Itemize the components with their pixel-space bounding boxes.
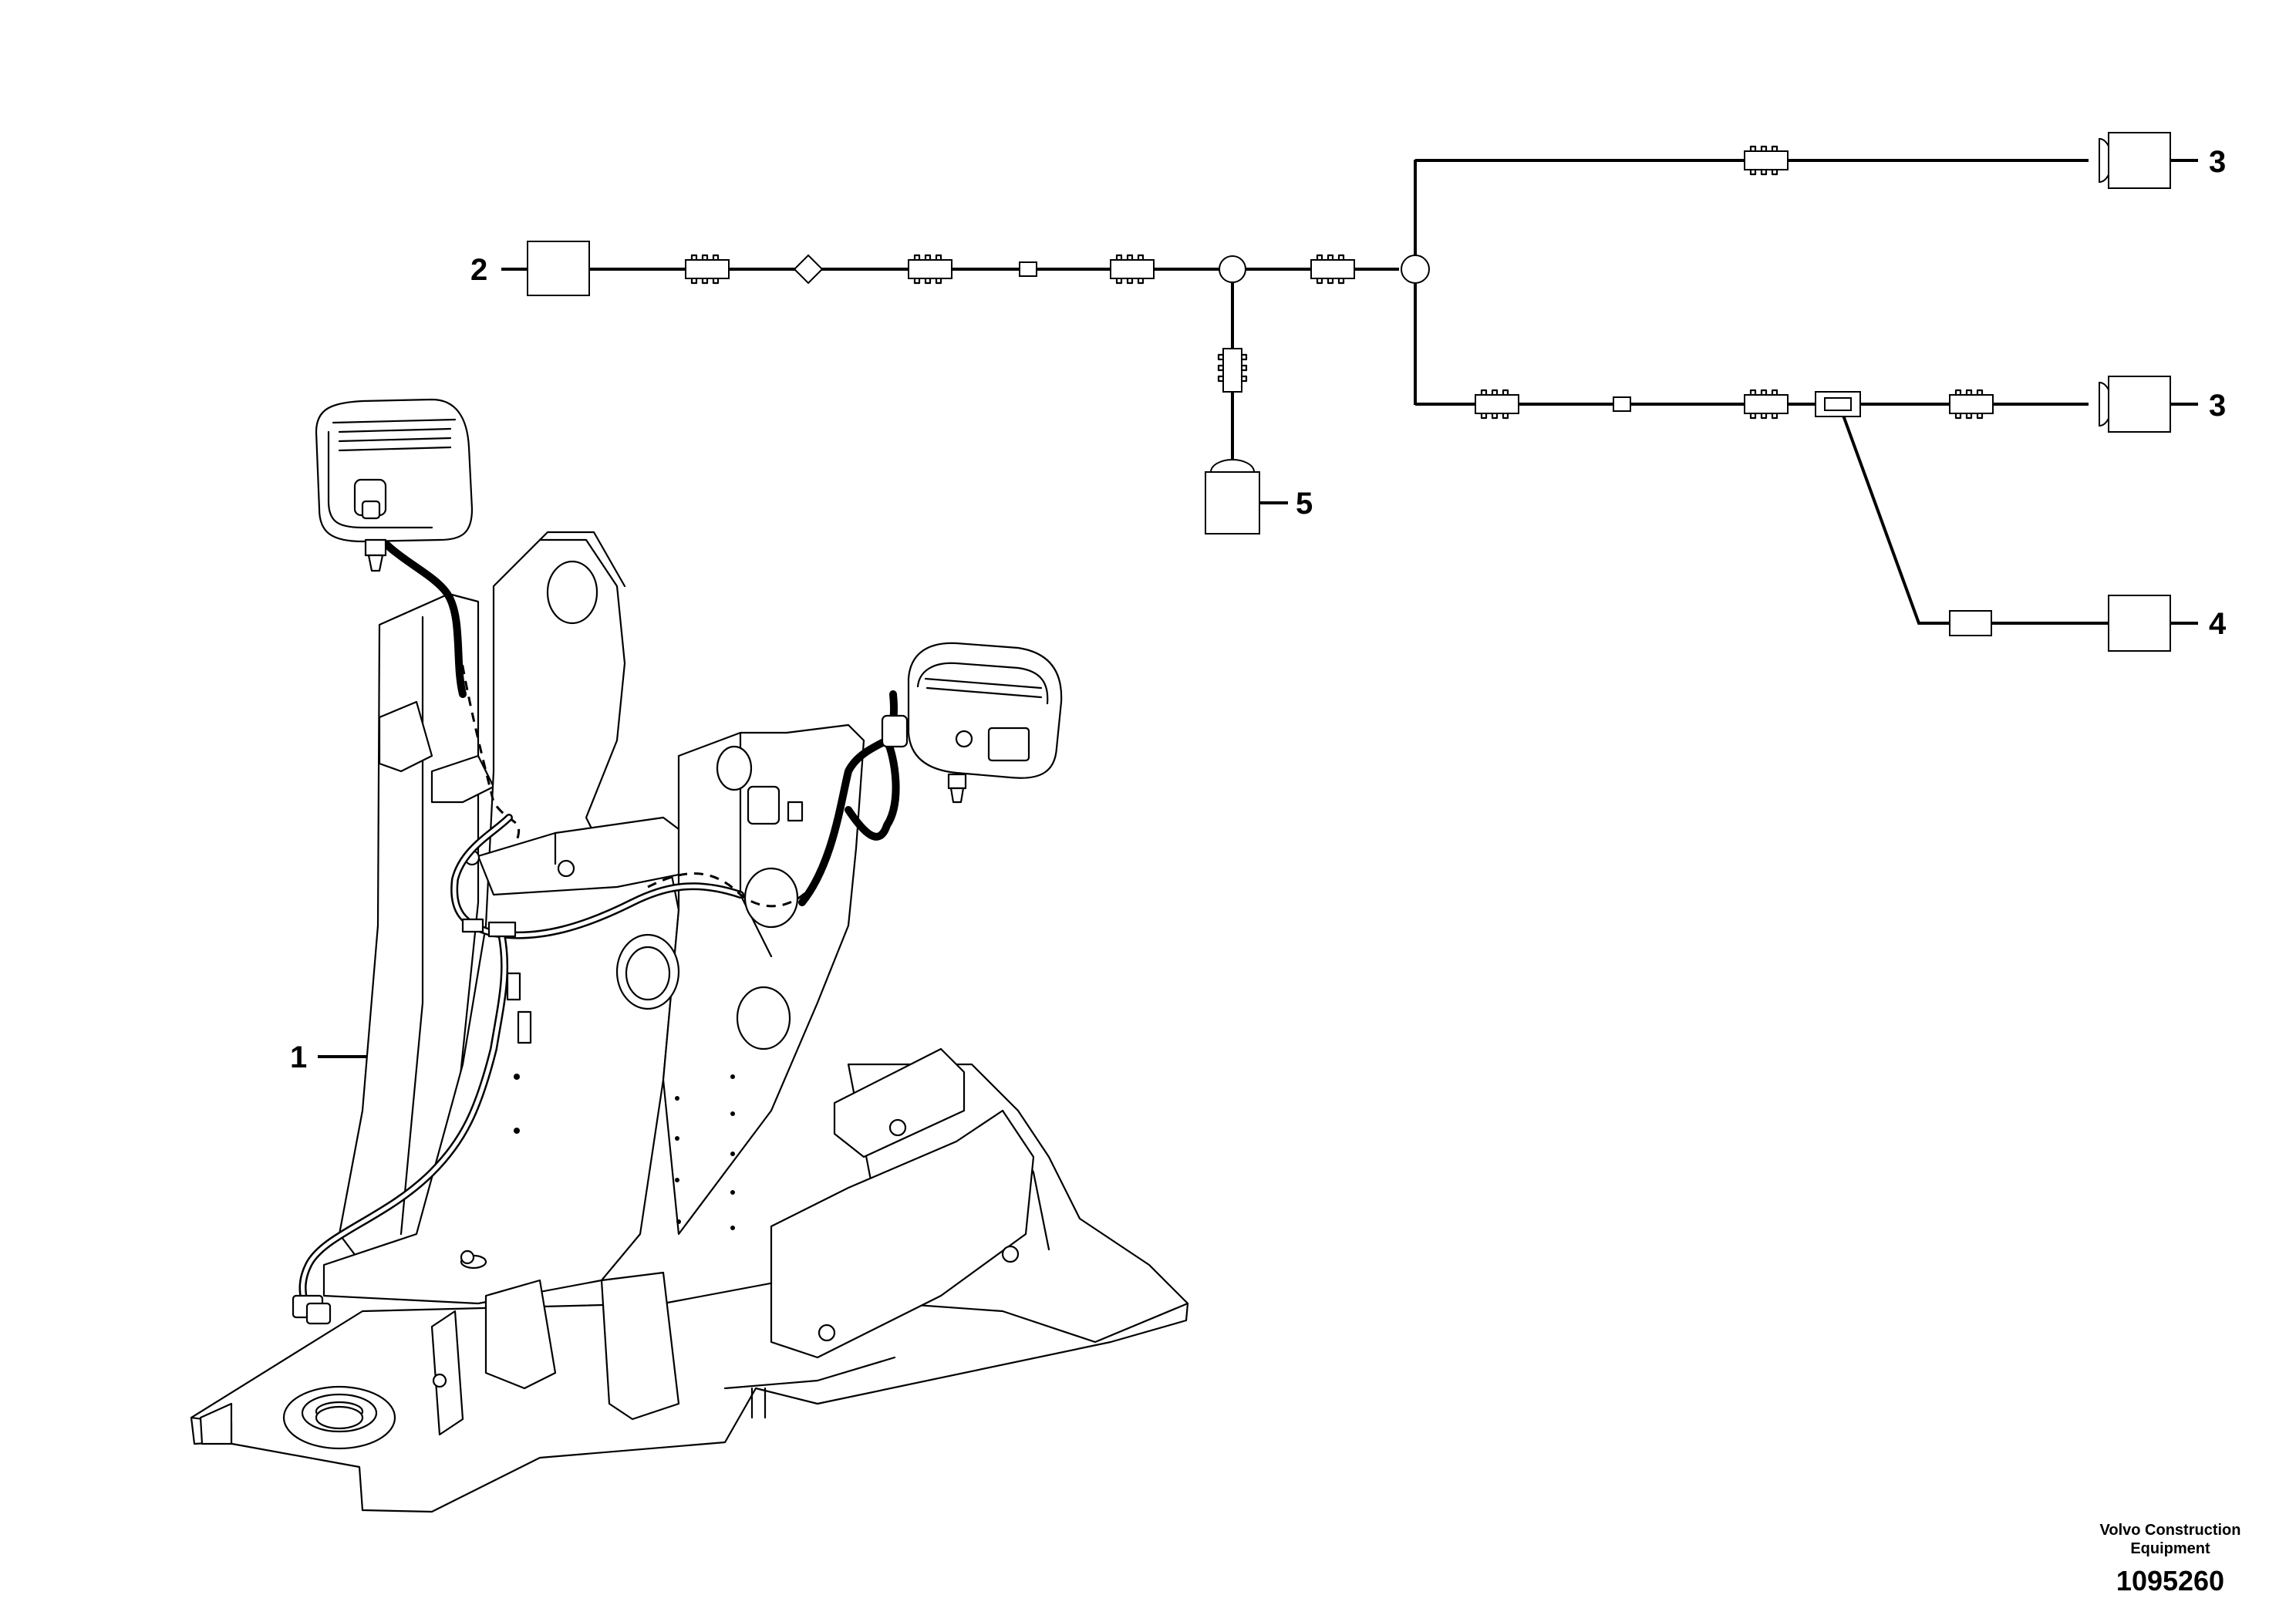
- component-3-lower-box: [2108, 376, 2171, 433]
- wiring-schematic: [501, 132, 2198, 652]
- fuse-symbol: [1613, 396, 1631, 412]
- component-5-box: [1205, 471, 1260, 534]
- component-4-box: [2108, 595, 2171, 652]
- component-3-upper-box: [2108, 132, 2171, 189]
- connector-symbol: [1310, 254, 1355, 285]
- callout-3-lower: 3: [2209, 389, 2226, 423]
- relay-symbol: [1949, 610, 1992, 636]
- callout-1: 1: [290, 1040, 307, 1074]
- left-work-lamp: [315, 398, 474, 572]
- harness-cable: [292, 521, 900, 1325]
- connector-symbol: [685, 254, 730, 285]
- drawing-number: 1095260: [2116, 1565, 2224, 1597]
- connector-symbol: [1949, 389, 1994, 420]
- connector-symbol: [1110, 254, 1155, 285]
- footer-company-line1: Volvo Construction: [2100, 1522, 2241, 1539]
- connector-symbol: [1744, 145, 1789, 176]
- callout-2: 2: [470, 253, 487, 287]
- connector-symbol: [908, 254, 952, 285]
- rivet-dots: [514, 1074, 735, 1230]
- connector-symbol: [1744, 389, 1789, 420]
- footer-company-line2: Equipment: [2130, 1540, 2210, 1557]
- junction-circle: [1401, 255, 1430, 284]
- splice-diamond: [793, 254, 824, 285]
- callout-4: 4: [2209, 607, 2227, 641]
- callout-3-upper: 3: [2209, 145, 2226, 179]
- connector-symbol: [1217, 348, 1248, 393]
- switch-symbol: [1815, 391, 1861, 417]
- footer: Volvo Construction Equipment 1095260: [2100, 1522, 2241, 1597]
- callout-5: 5: [1296, 487, 1313, 521]
- junction-circle: [1219, 255, 1246, 283]
- connector-symbol: [1475, 389, 1519, 420]
- component-2-box: [527, 241, 590, 296]
- right-work-lamp: [881, 642, 1063, 804]
- fuse-symbol: [1019, 261, 1037, 277]
- lamp-socket-symbol: [1209, 459, 1256, 473]
